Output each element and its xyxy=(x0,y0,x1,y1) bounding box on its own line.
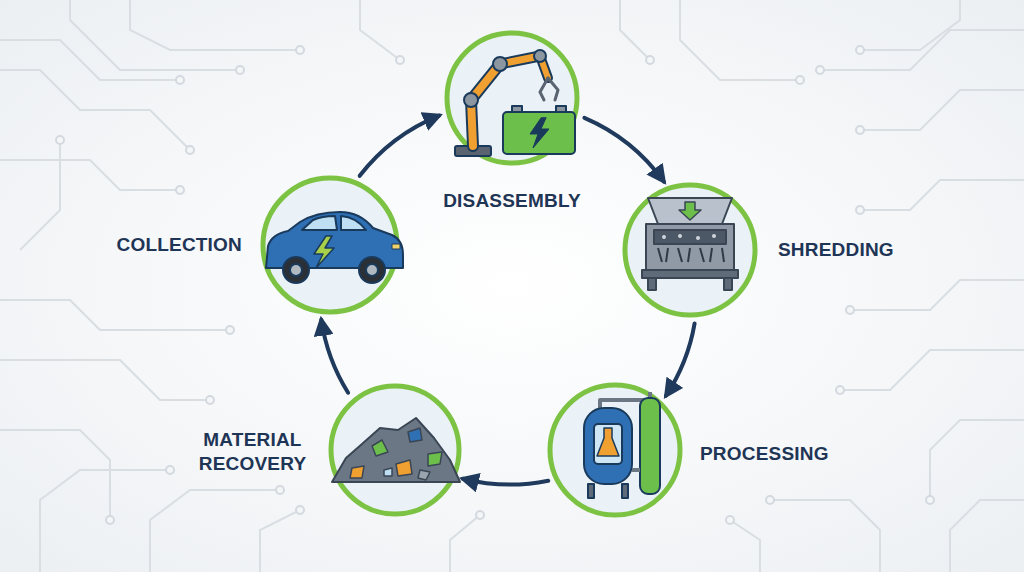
circle-ring xyxy=(625,185,755,315)
stage-label: DISASSEMBLY xyxy=(412,189,612,213)
circle-ring xyxy=(550,385,680,515)
cycle-arrow xyxy=(463,479,548,485)
circle-ring xyxy=(331,386,459,514)
shredder-icon xyxy=(642,198,738,290)
processing-icon xyxy=(584,392,660,498)
stage-label: PROCESSING xyxy=(700,442,860,466)
stage-circle: DISASSEMBLY xyxy=(444,30,580,166)
circle-ring xyxy=(263,178,397,312)
circle-outline xyxy=(622,182,758,318)
cycle-arrow xyxy=(321,320,348,393)
stage-circle: PROCESSING xyxy=(547,382,683,518)
stage-circle: MATERIAL RECOVERY xyxy=(328,383,462,517)
material-pile-icon xyxy=(332,418,460,482)
electric-car-icon xyxy=(266,212,403,283)
circle-outline xyxy=(444,30,580,166)
robot-arm-icon xyxy=(455,50,575,156)
circle-outline xyxy=(260,175,400,315)
circle-outline xyxy=(547,382,683,518)
cycle-arrow xyxy=(666,323,695,395)
cycle-arrow xyxy=(360,116,440,176)
cycle-arrow xyxy=(584,118,664,182)
circle-ring xyxy=(447,33,577,163)
stage-circle: SHREDDING xyxy=(622,182,758,318)
stage-label: MATERIAL RECOVERY xyxy=(190,428,315,476)
stage-circle: COLLECTION xyxy=(260,175,400,315)
circle-outline xyxy=(328,383,462,517)
stage-label: COLLECTION xyxy=(92,233,242,257)
stage-label: SHREDDING xyxy=(778,238,928,262)
